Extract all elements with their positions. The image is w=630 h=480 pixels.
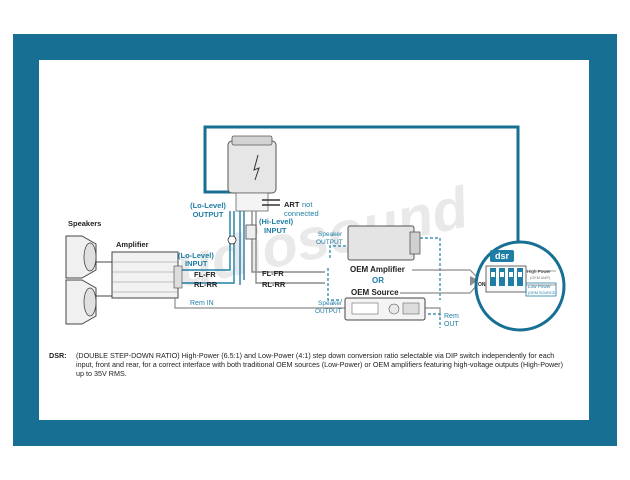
speaker-output-bottom-dashed: [327, 268, 342, 301]
lo-level-output-label-1: (Lo-Level): [190, 201, 226, 210]
speaker-wires: [96, 261, 112, 297]
rem-out-label-2: OUT: [444, 321, 460, 328]
art-label: ART: [284, 200, 300, 209]
oem-source-head-unit: [344, 297, 426, 321]
aftermarket-amplifier: [111, 251, 183, 299]
speaker-output-bottom-label-2: OUTPUT: [315, 308, 342, 315]
harness-connector: [227, 235, 237, 245]
rem-wire: [174, 298, 441, 316]
high-power-label: High Power: [527, 269, 551, 274]
art-connected-label: connected: [284, 209, 319, 218]
caption-text: (DOUBLE STEP-DOWN RATIO) High-Power (6.5…: [76, 351, 563, 378]
speaker-output-bottom-label-1: Speaker: [318, 300, 343, 307]
rem-in-label: Rem IN: [190, 300, 214, 307]
arrow-oem-amplifier: [412, 269, 479, 279]
caption-key: DSR:: [49, 351, 67, 360]
fl-fr-left-label: FL-FR: [194, 270, 216, 279]
harness-plug: [245, 224, 257, 240]
speaker-bottom: [65, 279, 97, 325]
low-power-label: Low Power: [528, 284, 551, 289]
arrow-oem-source: [400, 283, 479, 294]
speaker-output-top-label-2: OUTPUT: [316, 239, 343, 246]
dsr-caption: DSR: (DOUBLE STEP-DOWN RATIO) High-Power…: [49, 351, 571, 378]
content-panel: [39, 60, 589, 420]
lo-level-input-label-1: (Lo-Level): [178, 251, 214, 260]
art-not-label: not: [302, 200, 313, 209]
speaker-output-top-label-1: Speaker: [318, 231, 343, 238]
oem-source-small-label: (OEM SOURCE): [528, 291, 557, 295]
amplifier-label: Amplifier: [116, 240, 149, 249]
interface-module: [227, 135, 277, 212]
speakers-label: Speakers: [68, 219, 101, 228]
lo-level-input-label-2: INPUT: [185, 259, 208, 268]
oem-amp-label: (OEM AMP): [530, 276, 551, 280]
arrow-head: [470, 276, 478, 286]
or-label: OR: [372, 276, 384, 285]
rl-rr-left-label: RL-RR: [194, 280, 218, 289]
rem-out-label-1: Rem: [444, 313, 459, 320]
oem-amplifier: [347, 225, 421, 261]
rem-out-dashed: [428, 313, 441, 328]
hi-level-input-label-2: INPUT: [264, 226, 287, 235]
watermark: audiosound: [139, 174, 475, 306]
dip-on-label: ON: [478, 282, 486, 288]
oem-source-label: OEM Source: [351, 288, 399, 297]
speaker-top: [65, 235, 97, 279]
hi-level-input-label-1: (Hi-Level): [259, 217, 294, 226]
dip-switch-callout: dsr: [474, 240, 566, 332]
dsr-logo: dsr: [495, 251, 510, 261]
speaker-output-top-dashed: [329, 245, 348, 258]
oem-amplifier-label: OEM Amplifier: [350, 265, 405, 274]
fl-fr-right-label: FL-FR: [262, 269, 284, 278]
rl-rr-right-label: RL-RR: [262, 280, 286, 289]
interface-dashed: [420, 237, 441, 300]
loop-wire: [203, 125, 520, 250]
lo-level-output-label-2: OUTPUT: [193, 210, 224, 219]
